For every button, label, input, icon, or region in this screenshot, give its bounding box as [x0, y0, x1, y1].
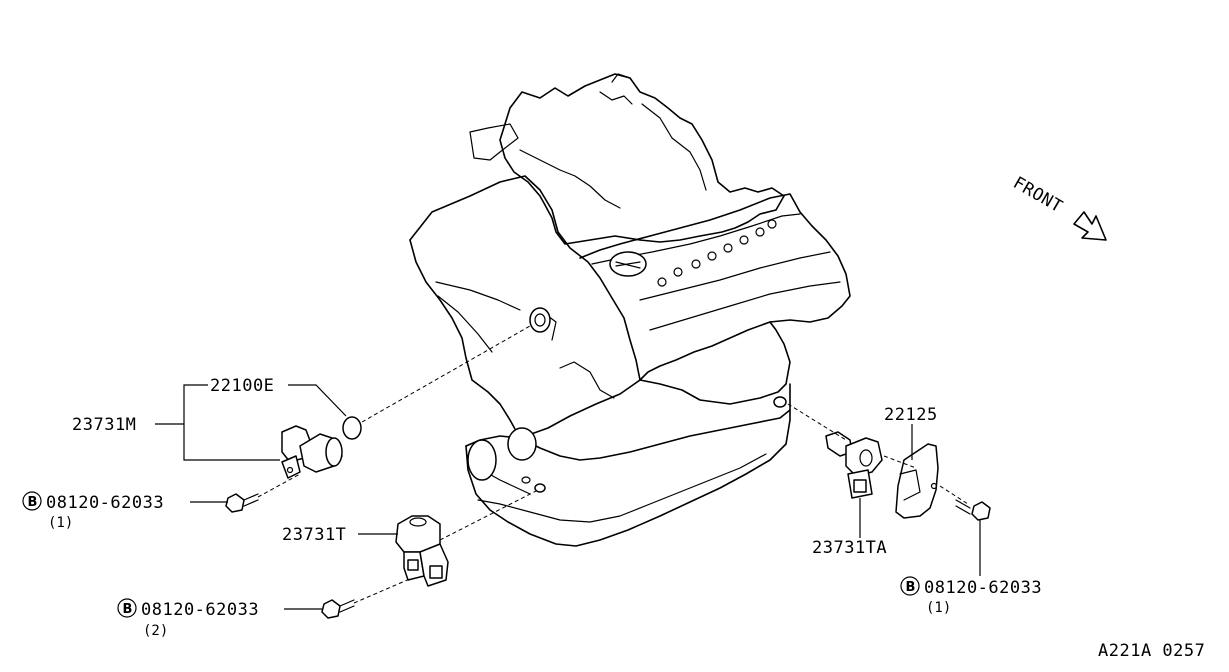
bolt-part-2: 08120-62033	[141, 600, 259, 620]
label-23731M: 23731M	[72, 415, 136, 435]
bolt-callout-2: B 08120-62033 (2)	[117, 598, 259, 639]
bolt-symbol-2: B	[123, 602, 133, 617]
o-ring-22100E	[342, 416, 362, 440]
engine-block	[409, 73, 851, 547]
crankshaft-sensor-23731T	[395, 515, 449, 587]
label-23731T: 23731T	[282, 525, 346, 545]
bolt-callout-3: B 08120-62033 (1)	[900, 576, 1042, 616]
bolt-qty-1: (1)	[48, 515, 73, 531]
bracket-22125	[895, 443, 939, 519]
front-indicator: FRONT	[1010, 173, 1107, 241]
leader-lines	[155, 384, 981, 610]
bolt-symbol-3: B	[906, 580, 916, 595]
valve-cover-holes	[657, 219, 777, 287]
bolt-qty-3: (1)	[926, 600, 951, 616]
bolt-qty-2: (2)	[143, 623, 168, 639]
figure-id: A221A 0257	[1098, 641, 1205, 661]
bolt-part-3: 08120-62033	[924, 578, 1042, 598]
camshaft-sensor-23731TA	[825, 431, 883, 499]
label-22125: 22125	[884, 405, 938, 425]
bolt-2	[321, 599, 355, 619]
assembly-lines	[257, 325, 969, 604]
front-label: FRONT	[1010, 173, 1066, 217]
bolt-symbol-1: B	[28, 495, 38, 510]
camshaft-sensor-23731M	[281, 425, 343, 479]
front-arrow-icon	[1073, 211, 1107, 241]
label-22100E: 22100E	[210, 376, 274, 396]
bolt-callout-1: B 08120-62033 (1)	[22, 491, 164, 531]
bolt-1	[225, 493, 259, 513]
label-23731TA: 23731TA	[812, 538, 887, 558]
bolt-3	[955, 499, 991, 521]
bolt-part-1: 08120-62033	[46, 493, 164, 513]
